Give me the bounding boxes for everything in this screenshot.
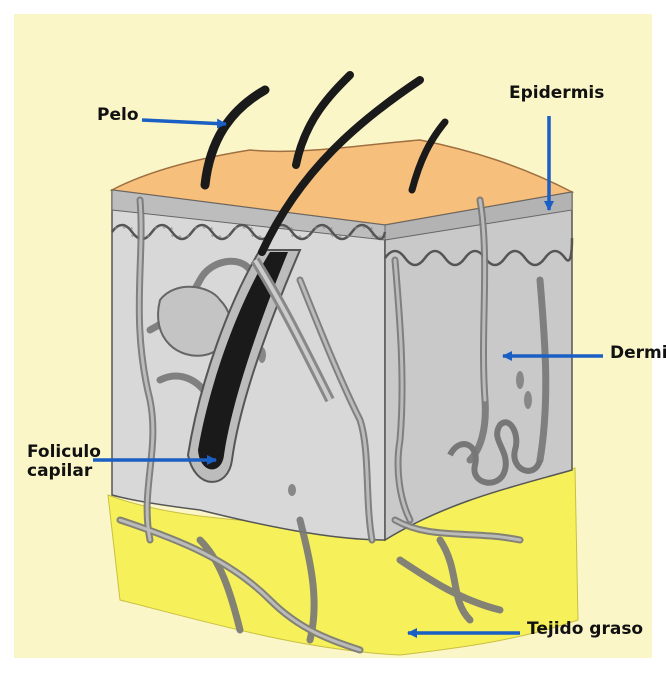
label-dermis: Dermis: [610, 344, 666, 363]
label-tejido-graso: Tejido graso: [527, 620, 643, 639]
label-pelo: Pelo: [97, 106, 139, 125]
arrow-pelo: [142, 120, 226, 124]
label-foliculo-line1: Foliculo: [27, 443, 101, 462]
label-epidermis: Epidermis: [509, 84, 604, 103]
label-foliculo-capilar: Foliculo capilar: [27, 443, 101, 481]
label-foliculo-line2: capilar: [27, 462, 101, 481]
